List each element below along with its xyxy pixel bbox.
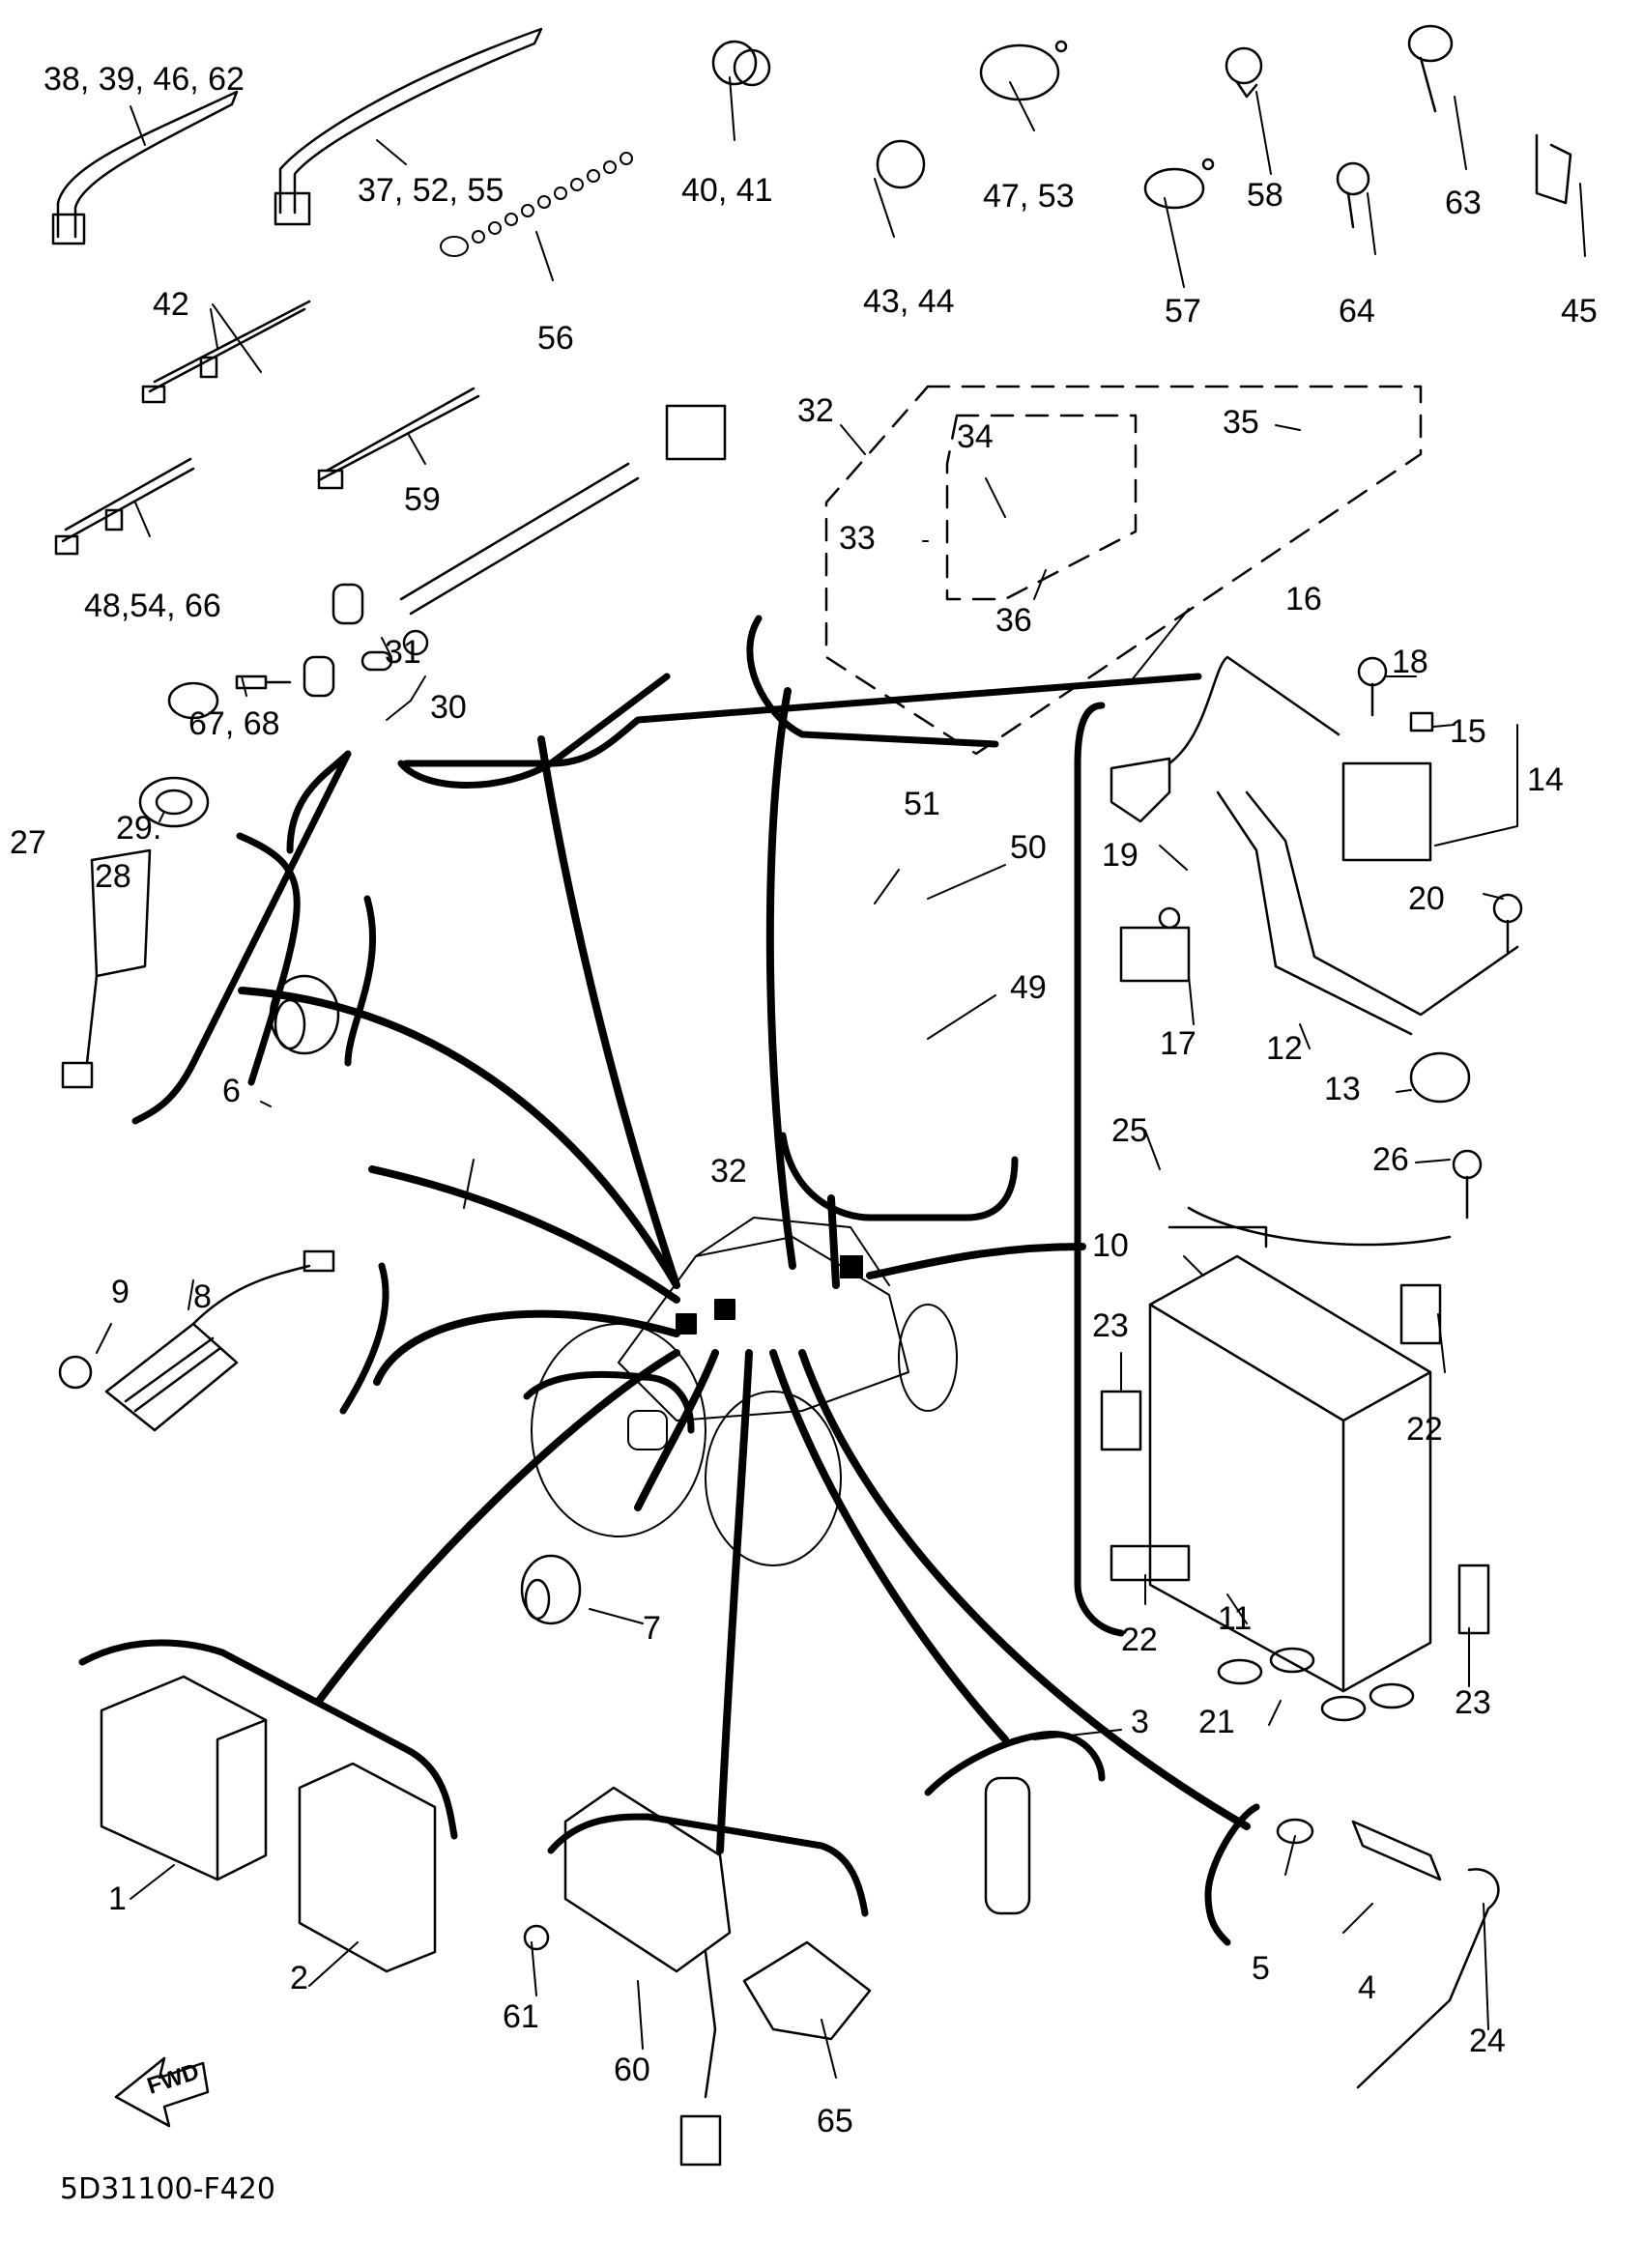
part-atv-outline	[531, 1217, 958, 1566]
drawing-code: 5D31100-F420	[60, 2172, 275, 2206]
callout-32-center[interactable]: 32	[710, 1153, 747, 1190]
callout-19[interactable]: 19	[1102, 837, 1139, 874]
part-battery	[1100, 1206, 1490, 1722]
part-cable-ties	[51, 27, 543, 556]
callout-11[interactable]: 11	[1218, 1600, 1253, 1637]
part-relay-bracket	[1110, 655, 1523, 1220]
callout-49[interactable]: 49	[1010, 969, 1047, 1006]
callout-9[interactable]: 9	[111, 1274, 130, 1310]
part-bead-band	[440, 152, 633, 257]
callout-12[interactable]: 12	[1266, 1030, 1303, 1067]
callout-2[interactable]: 2	[290, 1960, 308, 1996]
callout-60[interactable]: 60	[614, 2052, 650, 2088]
callout-47-53[interactable]: 47, 53	[983, 178, 1075, 215]
callout-7[interactable]: 7	[643, 1610, 661, 1647]
callout-8[interactable]: 8	[193, 1278, 212, 1315]
callout-18[interactable]: 18	[1392, 644, 1428, 680]
part-cdi-relays	[100, 1675, 872, 2167]
callout-35[interactable]: 35	[1223, 404, 1259, 441]
callout-34[interactable]: 34	[957, 418, 994, 455]
callout-29[interactable]: 29.	[116, 810, 162, 847]
callout-64[interactable]: 64	[1339, 293, 1375, 330]
callout-42[interactable]: 42	[153, 286, 189, 323]
callout-16[interactable]: 16	[1285, 581, 1322, 617]
callout-13[interactable]: 13	[1324, 1071, 1361, 1107]
callout-36[interactable]: 36	[995, 602, 1032, 639]
callout-1[interactable]: 1	[108, 1880, 127, 1917]
callout-63[interactable]: 63	[1445, 185, 1482, 221]
callout-48-54-66[interactable]: 48,54, 66	[84, 588, 221, 624]
callout-24[interactable]: 24	[1469, 2023, 1506, 2059]
callout-50[interactable]: 50	[1010, 829, 1047, 866]
callout-45[interactable]: 45	[1561, 293, 1598, 330]
callout-27[interactable]: 27	[10, 824, 46, 861]
callout-25[interactable]: 25	[1111, 1112, 1148, 1149]
callout-15[interactable]: 15	[1450, 713, 1486, 750]
callout-33[interactable]: 33	[839, 520, 876, 557]
callout-32-top[interactable]: 32	[797, 392, 834, 429]
part-harness-30-31	[303, 404, 727, 698]
callout-38-39-46-62[interactable]: 38, 39, 46, 62	[43, 61, 245, 98]
fwd-arrow-icon	[114, 2056, 210, 2128]
group-outlines	[78, 615, 1260, 1946]
callout-61[interactable]: 61	[503, 1998, 539, 2035]
part-ignition	[984, 1776, 1500, 2089]
callout-65[interactable]: 65	[817, 2103, 853, 2139]
callout-37-52-55[interactable]: 37, 52, 55	[358, 172, 504, 209]
callout-26[interactable]: 26	[1372, 1141, 1409, 1178]
callout-30[interactable]: 30	[430, 689, 467, 726]
callout-17[interactable]: 17	[1160, 1025, 1196, 1062]
callout-40-41[interactable]: 40, 41	[681, 172, 773, 209]
harness-subassembly-box	[824, 385, 1423, 756]
callout-58[interactable]: 58	[1247, 177, 1283, 214]
callout-51[interactable]: 51	[904, 786, 940, 822]
callout-59[interactable]: 59	[404, 481, 441, 518]
callout-22-bottom[interactable]: 22	[1121, 1622, 1158, 1658]
callout-4[interactable]: 4	[1358, 1969, 1376, 2006]
callout-28[interactable]: 28	[95, 858, 131, 895]
part-sensors	[269, 974, 582, 1625]
leader-lines	[96, 76, 1586, 2079]
callout-57[interactable]: 57	[1165, 293, 1201, 330]
callout-23-left[interactable]: 23	[1092, 1307, 1129, 1344]
callout-67-68[interactable]: 67, 68	[188, 705, 280, 742]
callout-6[interactable]: 6	[222, 1073, 241, 1109]
callout-3[interactable]: 3	[1131, 1704, 1149, 1740]
callout-31[interactable]: 31	[385, 634, 421, 671]
callout-56[interactable]: 56	[537, 320, 574, 357]
callout-14[interactable]: 14	[1527, 761, 1564, 798]
part-clips	[711, 24, 1572, 229]
part-main-switch	[61, 675, 292, 1089]
callout-22-right[interactable]: 22	[1406, 1411, 1443, 1448]
callout-23-right[interactable]: 23	[1455, 1684, 1491, 1721]
callout-5[interactable]: 5	[1252, 1950, 1270, 1987]
callout-43-44[interactable]: 43, 44	[863, 283, 955, 320]
harness-branches	[238, 687, 1251, 1854]
callout-10[interactable]: 10	[1092, 1227, 1129, 1264]
callout-20[interactable]: 20	[1408, 880, 1445, 917]
part-rectifier	[58, 1249, 335, 1432]
callout-21[interactable]: 21	[1198, 1704, 1235, 1740]
